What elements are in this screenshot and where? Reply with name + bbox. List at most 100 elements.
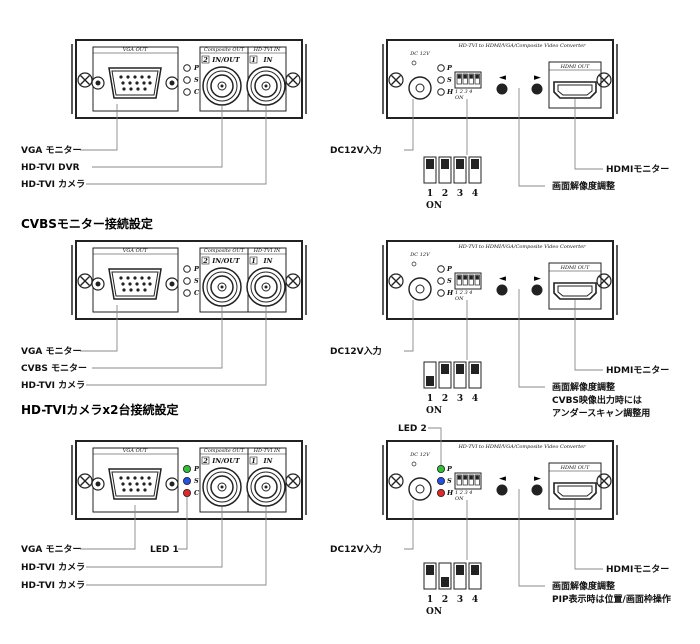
dip-num: 4 bbox=[472, 394, 478, 404]
button-right-icon bbox=[531, 83, 543, 95]
led-p-label: P bbox=[193, 465, 200, 473]
dip-on: ON bbox=[455, 296, 464, 302]
dip-on: ON bbox=[455, 95, 464, 101]
hdtvi-camera-label: HD-TVI カメラ bbox=[21, 380, 85, 391]
arrow-right-icon: ► bbox=[534, 474, 541, 484]
dip-on-label: ON bbox=[426, 607, 442, 617]
led-h-label: H bbox=[446, 289, 454, 297]
arrow-right-icon: ► bbox=[534, 73, 541, 83]
right-panel-3: HD-TVI to HDMI/VGA/Composite Video Conve… bbox=[382, 440, 618, 520]
port-num: 2 bbox=[202, 257, 208, 265]
dip-num: 2 bbox=[442, 189, 448, 199]
hdmi-port-icon bbox=[553, 482, 597, 500]
in-out-label: IN/OUT bbox=[211, 56, 241, 64]
port-num: 1 bbox=[251, 257, 256, 265]
dip-num: 4 bbox=[472, 595, 478, 605]
dip-num: 1 bbox=[427, 189, 433, 199]
in-label: IN bbox=[263, 457, 274, 465]
dip-num: 3 bbox=[457, 394, 463, 404]
bnc-connector-icon bbox=[246, 66, 286, 106]
resolution-adjust-label: 画面解像度調整 bbox=[552, 381, 615, 393]
arrow-right-icon: ► bbox=[534, 274, 541, 284]
led-c-label: C bbox=[194, 289, 200, 297]
bnc-connector-icon bbox=[202, 66, 242, 106]
led-p-label: P bbox=[193, 265, 200, 273]
led-s-label: S bbox=[194, 477, 199, 485]
left-panel-1: VGA OUT P S C Composite OUT HD-TVI IN 2 … bbox=[71, 39, 307, 119]
dip-switch-large-2: 1 2 3 4 ON bbox=[423, 361, 482, 416]
dip-on-label: ON bbox=[426, 406, 442, 416]
screw-icon bbox=[388, 273, 404, 289]
composite-out-label: Composite OUT bbox=[204, 248, 245, 254]
screw-icon bbox=[285, 473, 301, 489]
dip-nums: 1 2 3 4 bbox=[455, 290, 473, 296]
led-h-label: H bbox=[446, 489, 454, 497]
leaders-1-left bbox=[80, 104, 267, 185]
arrow-left-icon: ◄ bbox=[499, 274, 506, 284]
vga-monitor-label: VGA モニター bbox=[21, 345, 81, 357]
dc12v-label: DC 12V bbox=[409, 51, 431, 57]
led-c-label: C bbox=[194, 88, 200, 96]
in-label: IN bbox=[263, 257, 274, 265]
bnc-connector-icon bbox=[246, 267, 286, 307]
dip-switch-large-3: 1 2 3 4 ON bbox=[423, 562, 482, 617]
dip-nums: 1 2 3 4 bbox=[455, 89, 473, 95]
leaders-2-left bbox=[80, 305, 267, 386]
leaders-3-right bbox=[404, 427, 603, 587]
dip-on-label: ON bbox=[426, 201, 442, 211]
led-blue-icon bbox=[436, 476, 445, 485]
hdtvi-camera-label: HD-TVI カメラ bbox=[21, 562, 85, 573]
screw-icon bbox=[596, 72, 612, 88]
dip-on: ON bbox=[455, 496, 464, 502]
section-title-cvbs: CVBSモニター接続設定 bbox=[21, 216, 153, 231]
dip-nums: 1 2 3 4 bbox=[455, 490, 473, 496]
led-p-label: P bbox=[446, 465, 453, 473]
led-s-label: S bbox=[447, 277, 452, 285]
dc12v-label: DC 12V bbox=[409, 252, 431, 258]
vga-out-label: VGA OUT bbox=[123, 47, 148, 53]
pip-note-label: PIP表示時は位置/画面枠操作 bbox=[552, 593, 671, 605]
hdtvi-in-label: HD-TVI IN bbox=[253, 47, 281, 53]
dip-switch-small-icon bbox=[454, 272, 482, 290]
screw-icon bbox=[596, 473, 612, 489]
screw-icon bbox=[77, 473, 93, 489]
resolution-adjust-label: 画面解像度調整 bbox=[552, 180, 615, 192]
hdmi-out-label: HDMI OUT bbox=[560, 465, 590, 471]
in-label: IN bbox=[263, 56, 274, 64]
arrow-left-icon: ◄ bbox=[499, 474, 506, 484]
leaders-2-right bbox=[404, 289, 603, 388]
led-red-icon bbox=[182, 488, 191, 497]
led-p-label: P bbox=[193, 64, 200, 72]
hdmi-port-icon bbox=[553, 81, 597, 99]
hdtvi-in-label: HD-TVI IN bbox=[253, 448, 281, 454]
in-out-label: IN/OUT bbox=[211, 457, 241, 465]
hdmi-monitor-label: HDMIモニター bbox=[606, 364, 669, 376]
screw-icon bbox=[388, 72, 404, 88]
dip-switch-small-icon bbox=[454, 472, 482, 490]
cvbs-monitor-label: CVBS モニター bbox=[21, 362, 87, 374]
hdtvi-dvr-label: HD-TVI DVR bbox=[21, 163, 80, 173]
underscan-note-label: アンダースキャン調整用 bbox=[552, 407, 650, 419]
dip-num: 2 bbox=[442, 595, 448, 605]
dip-num: 1 bbox=[427, 595, 433, 605]
hdmi-out-label: HDMI OUT bbox=[560, 265, 590, 271]
dc12v-input-label: DC12V入力 bbox=[330, 144, 382, 156]
led-green-icon bbox=[182, 464, 191, 473]
led-c-label: C bbox=[194, 489, 200, 497]
bnc-connector-icon bbox=[246, 467, 286, 507]
led-blue-icon bbox=[182, 476, 191, 485]
dip-num: 4 bbox=[472, 189, 478, 199]
led-red-icon bbox=[436, 488, 445, 497]
device-title: HD-TVI to HDMI/VGA/Composite Video Conve… bbox=[457, 244, 586, 250]
device-title: HD-TVI to HDMI/VGA/Composite Video Conve… bbox=[457, 444, 586, 450]
dc12v-input-label: DC12V入力 bbox=[330, 543, 382, 555]
in-out-label: IN/OUT bbox=[211, 257, 241, 265]
button-right-icon bbox=[531, 484, 543, 496]
port-num: 1 bbox=[251, 457, 256, 465]
vga-monitor-label: VGA モニター bbox=[21, 144, 81, 156]
hdmi-port-icon bbox=[553, 282, 597, 300]
dip-num: 3 bbox=[457, 595, 463, 605]
dip-num: 1 bbox=[427, 394, 433, 404]
dip-switch-large-1: 1 2 3 4 ON bbox=[423, 156, 482, 211]
screw-icon bbox=[285, 273, 301, 289]
